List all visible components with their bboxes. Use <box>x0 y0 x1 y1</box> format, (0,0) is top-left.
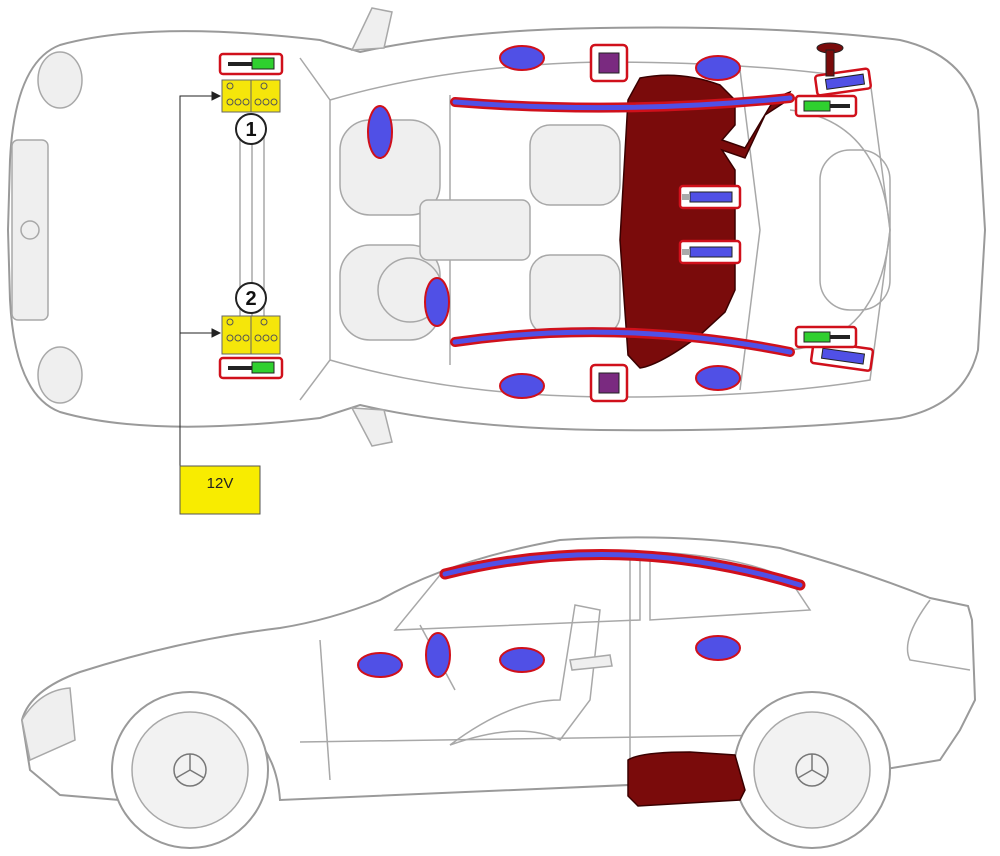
door-handle <box>569 654 613 671</box>
mirror-right <box>350 407 393 447</box>
headlight-right <box>37 346 83 404</box>
battery-2 <box>221 315 281 355</box>
rear-wheel <box>733 691 891 849</box>
fuel-filler-icon <box>816 42 844 77</box>
marker-label-1: 1 <box>245 119 256 141</box>
car-side-view <box>20 536 977 849</box>
star-emblem-icon <box>20 220 40 240</box>
airbag-icon <box>367 45 741 399</box>
front-wheel <box>111 691 269 849</box>
fuel-tank-icon <box>619 74 792 369</box>
rear-seat-left <box>529 124 621 206</box>
marker-battery-2: 2 <box>235 282 267 314</box>
rear-seat-right <box>529 254 621 336</box>
headlight-side <box>21 687 76 762</box>
voltage-label: 12V <box>207 475 234 492</box>
headlight-left <box>37 51 83 109</box>
marker-battery-1: 1 <box>235 113 267 145</box>
battery-icon <box>221 79 281 697</box>
marker-label-2: 2 <box>245 288 256 310</box>
airbag-side-icon <box>357 632 741 678</box>
wiring-line <box>179 91 222 466</box>
front-grille <box>11 139 49 321</box>
center-console <box>419 199 531 261</box>
voltage-box <box>179 465 261 515</box>
battery-1 <box>221 79 281 113</box>
mirror-left <box>350 7 393 51</box>
fuel-tank-side-icon <box>627 751 746 807</box>
